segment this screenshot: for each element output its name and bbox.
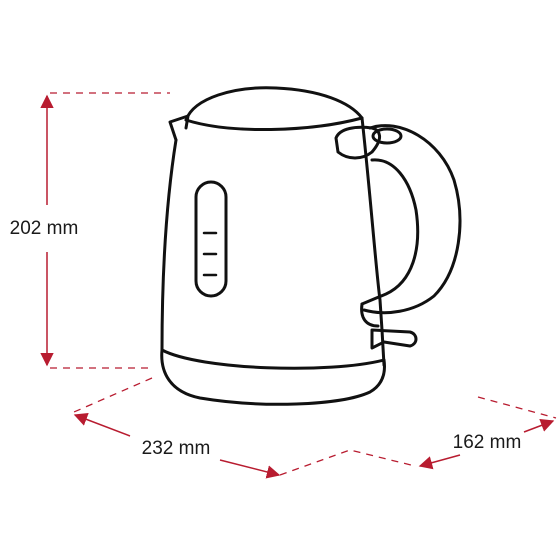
width-arrow-left [73,413,131,437]
depth-dimension [418,418,555,470]
kettle-base-bottom [160,348,386,406]
kettle-handle-inner [360,158,420,306]
water-level-window [194,180,228,298]
kettle-body-right [360,116,386,367]
kettle-lid-rim [184,116,364,131]
kettle-handle-top [334,125,381,160]
depth-arrow-right [523,418,555,433]
dimension-guides [50,92,557,476]
kettle-handle-outer [362,124,462,315]
width-dimension [73,413,281,479]
power-switch [370,328,418,350]
depth-arrow-left [418,454,461,470]
kettle-illustration [160,86,462,406]
kettle-handle-base [360,302,380,328]
depth-label: 162 mm [453,432,522,453]
lid-release-button [371,127,403,145]
kettle-base-top [160,348,386,370]
kettle-spout [168,114,190,142]
width-label: 232 mm [142,438,211,459]
height-label: 202 mm [10,218,79,239]
width-arrow-right [219,459,281,479]
kettle-lid [184,86,364,122]
width-left-guide [73,377,153,413]
kettle-body-left [160,138,178,352]
base-outline-guide [279,449,416,476]
depth-right-guide [477,396,557,419]
